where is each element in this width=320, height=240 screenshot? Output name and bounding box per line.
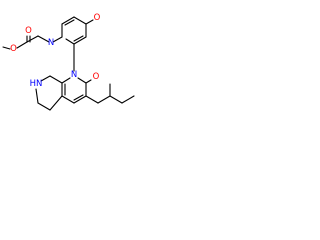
atom-label-layer: O O N O N O HN [10, 13, 101, 89]
bond-butyl [97, 95, 111, 104]
atom-o-pyridone: O [94, 13, 101, 23]
bond-ch2-n [26, 35, 39, 43]
bond-butyl [121, 95, 135, 104]
bond-naph-carbonyl [85, 79, 92, 84]
bond-pyridone [73, 16, 87, 25]
bond-naph-double [73, 94, 84, 101]
bond-pyridone-carbonyl [85, 19, 94, 25]
bond-pip [35, 88, 39, 104]
atom-o-ester-carbonyl: O [25, 26, 32, 36]
bond-pyridone [52, 36, 63, 43]
bond-ch2-pyridone [37, 35, 50, 43]
bond-naph [77, 77, 87, 84]
atom-n-pyridone: N [48, 38, 54, 48]
bond-pyridone [73, 36, 87, 45]
bond-pip [37, 102, 51, 111]
bond-pyridone-double [73, 35, 84, 42]
atom-o-naphthyridinone: O [93, 72, 100, 82]
bond-pyridone-double [64, 19, 75, 26]
bond-methyl [2, 46, 11, 50]
bond-pip [49, 75, 63, 84]
atom-o-ester-ether: O [10, 44, 17, 54]
bond-ester-ch2 [16, 41, 28, 49]
bond-pyridone [65, 38, 75, 45]
bond-butyl [85, 95, 99, 104]
bond-naph [61, 95, 75, 104]
bond-naph [61, 77, 71, 84]
atom-n-naphthyridinone: N [71, 70, 77, 80]
atom-nh-piperidine: HN [30, 79, 43, 89]
bond-pyridone [61, 16, 75, 25]
bond-pip [40, 75, 51, 82]
bond-butyl [109, 95, 123, 104]
bond-naph [73, 95, 87, 104]
bond-layer [2, 16, 135, 111]
molecule-structure: O O N O N O HN [2, 13, 135, 111]
bond-pip [49, 95, 63, 111]
